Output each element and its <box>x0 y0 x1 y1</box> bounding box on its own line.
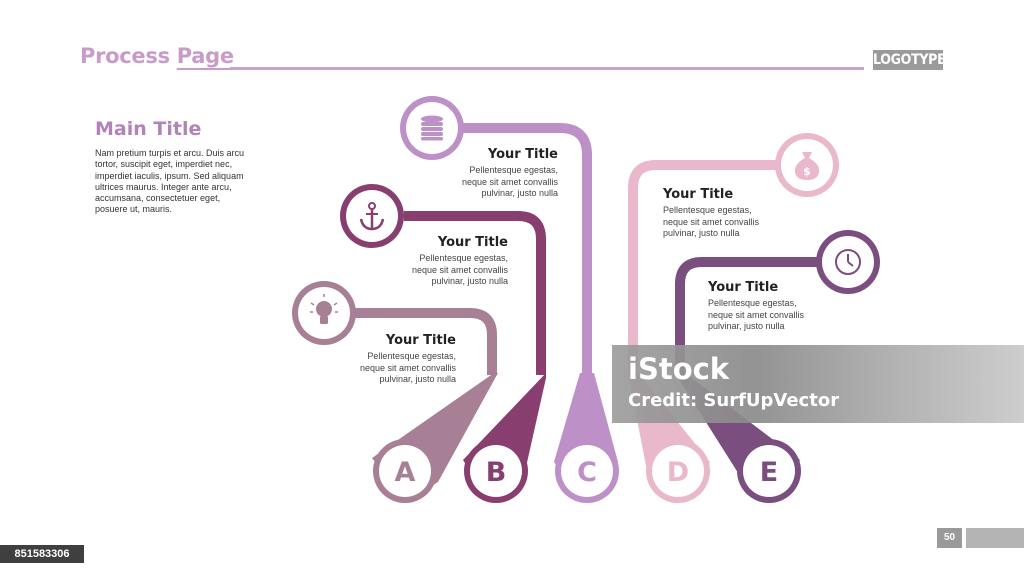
step-b-text: Your Title Pellentesque egestas, neque s… <box>372 235 508 288</box>
page-bar <box>966 528 1024 548</box>
step-a-desc-line: pulvinar, justo nulla <box>379 374 456 384</box>
step-d-title: Your Title <box>663 187 734 202</box>
connector-c <box>462 123 592 375</box>
step-c-desc: Pellentesque egestas, neque sit amet con… <box>422 165 558 200</box>
step-c-text: Your Title Pellentesque egestas, neque s… <box>422 147 558 200</box>
step-c-desc-line: pulvinar, justo nulla <box>481 188 558 198</box>
page-title-part2: Page <box>176 44 234 68</box>
watermark-credit: Credit: SurfUpVector <box>628 390 840 411</box>
connector-a <box>340 308 497 375</box>
svg-text:$: $ <box>803 165 811 178</box>
step-c-circle: C <box>555 439 619 503</box>
main-body-text: Nam pretium turpis et arcu. Duis arcu to… <box>95 148 245 215</box>
step-a-desc-line: neque sit amet convallis <box>359 362 456 373</box>
watermark-brand: iStock <box>628 352 730 386</box>
step-b-desc-line: Pellentesque egestas, <box>419 253 508 263</box>
step-b-desc-line: pulvinar, justo nulla <box>431 276 508 286</box>
step-a-title: Your Title <box>385 333 456 348</box>
watermark-banner <box>612 345 1024 423</box>
step-a-desc-line: Pellentesque egestas, <box>367 351 456 361</box>
clock-icon <box>816 230 880 294</box>
step-c-letter: C <box>577 457 597 488</box>
connector-b <box>404 211 546 375</box>
page-title-part1: Process <box>80 44 177 68</box>
step-a-circle: A <box>373 439 437 503</box>
step-d-desc-line: pulvinar, justo nulla <box>663 228 740 238</box>
step-a-desc: Pellentesque egestas, neque sit amet con… <box>320 351 456 386</box>
step-a-letter: A <box>395 457 416 488</box>
step-d-desc: Pellentesque egestas, neque sit amet con… <box>663 205 803 240</box>
step-b-desc-line: neque sit amet convallis <box>411 264 508 275</box>
step-e-desc-line: pulvinar, justo nulla <box>708 321 785 331</box>
connector-e <box>675 257 820 375</box>
step-e-desc: Pellentesque egestas, neque sit amet con… <box>708 298 848 333</box>
page-number: 50 <box>937 528 962 548</box>
coins-icon <box>400 96 464 160</box>
header-divider <box>230 67 864 70</box>
step-d-desc-line: neque sit amet convallis <box>663 216 760 227</box>
step-d-desc-line: Pellentesque egestas, <box>663 205 752 215</box>
anchor-icon <box>340 184 404 248</box>
money-bag-icon: $ <box>775 133 839 197</box>
step-b-letter: B <box>486 457 507 488</box>
step-d-letter: D <box>667 457 689 488</box>
step-c-desc-line: neque sit amet convallis <box>461 176 558 187</box>
step-e-letter: E <box>760 457 778 488</box>
image-id-badge: 851583306 <box>0 545 84 563</box>
main-title: Main Title <box>95 118 202 140</box>
step-e-desc-line: neque sit amet convallis <box>708 309 805 320</box>
step-e-circle: E <box>737 439 801 503</box>
step-c-title: Your Title <box>487 147 558 162</box>
step-e-desc-line: Pellentesque egestas, <box>708 298 797 308</box>
step-e-title: Your Title <box>708 280 779 295</box>
step-d-text: Your Title Pellentesque egestas, neque s… <box>663 187 803 240</box>
step-b-title: Your Title <box>437 235 508 250</box>
step-e-text: Your Title Pellentesque egestas, neque s… <box>708 280 848 333</box>
step-b-circle: B <box>464 439 528 503</box>
connector-d <box>628 160 780 375</box>
logotype: LOGOTYPE <box>873 50 946 70</box>
step-a-text: Your Title Pellentesque egestas, neque s… <box>320 333 456 386</box>
page-title: Process Page <box>80 44 234 68</box>
step-c-desc-line: Pellentesque egestas, <box>469 165 558 175</box>
step-b-desc: Pellentesque egestas, neque sit amet con… <box>372 253 508 288</box>
step-d-circle: D <box>646 439 710 503</box>
lightbulb-icon <box>292 281 356 345</box>
